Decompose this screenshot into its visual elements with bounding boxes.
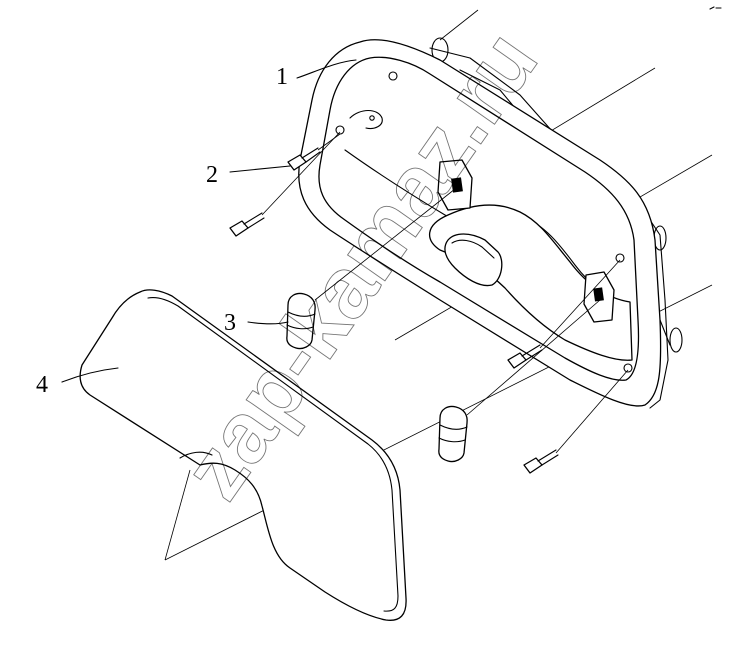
callout-part-1: 1 bbox=[276, 64, 288, 90]
part-2-screw-left bbox=[229, 131, 341, 237]
callout-part-4: 4 bbox=[36, 372, 48, 398]
part-4-cover-glass bbox=[79, 289, 407, 621]
callout-part-2: 2 bbox=[206, 162, 218, 188]
part-3-bulb-right bbox=[438, 299, 601, 463]
callout-part-3: 3 bbox=[224, 310, 236, 336]
leader-lines bbox=[61, 59, 357, 383]
part-3-bulb-left bbox=[286, 184, 461, 350]
part-2-screw-lower-right bbox=[523, 369, 629, 474]
part-2-screw-upper bbox=[287, 133, 341, 171]
corner-mark bbox=[709, 6, 722, 10]
part-2-screw-mid-right bbox=[507, 259, 621, 369]
